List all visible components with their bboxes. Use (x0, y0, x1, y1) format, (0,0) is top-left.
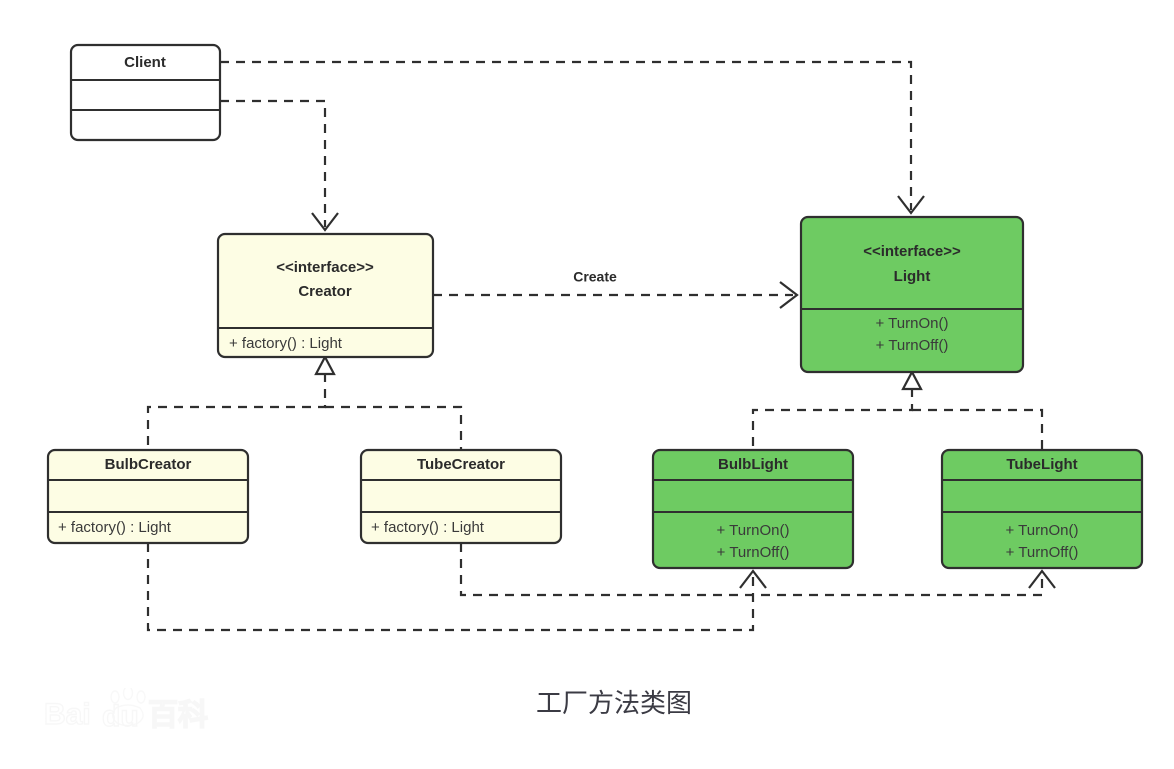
diagram-caption: 工厂方法类图 (536, 689, 692, 718)
node-bulbcreator-title: BulbCreator (105, 456, 192, 473)
edge-client-creator (220, 99, 339, 232)
node-bulbcreator[interactable]: BulbCreator + factory() : Light (46, 448, 250, 545)
node-bulblight-title: BulbLight (718, 456, 788, 473)
node-tubelight-title: TubeLight (1006, 456, 1077, 473)
edge-label-create: Create (573, 269, 617, 285)
node-tubecreator-body[interactable] (359, 448, 563, 545)
node-bulbcreator-method-0: + factory() : Light (58, 519, 172, 536)
node-tubelight-method-0: + TurnOn() (1006, 522, 1079, 539)
node-light-stereotype: <<interface>> (863, 243, 961, 260)
node-tubecreator[interactable]: TubeCreator + factory() : Light (359, 448, 563, 545)
edge-bulbcreator-bulblight (146, 543, 767, 632)
node-tubecreator-title: TubeCreator (417, 456, 505, 473)
node-light-method-0: + TurnOn() (876, 315, 949, 332)
node-light-method-1: + TurnOff() (876, 337, 949, 354)
node-tubelight-method-1: + TurnOff() (1006, 544, 1079, 561)
node-bulbcreator-body[interactable] (46, 448, 250, 545)
node-creator-stereotype: <<interface>> (276, 259, 374, 276)
node-tubelight[interactable]: TubeLight + TurnOn() + TurnOff() (940, 448, 1144, 570)
node-creator[interactable]: <<interface>> Creator + factory() : Ligh… (216, 232, 435, 359)
edge-tubecreator-tubelight (459, 543, 1056, 597)
node-bulblight-method-0: + TurnOn() (717, 522, 790, 539)
edge-creator-realizations (146, 354, 463, 450)
node-client-title: Client (124, 54, 166, 71)
edge-creator-light: Create (433, 269, 799, 309)
node-light-title: Light (894, 268, 931, 285)
node-bulblight-method-1: + TurnOff() (717, 544, 790, 561)
node-bulblight[interactable]: BulbLight + TurnOn() + TurnOff() (651, 448, 855, 570)
node-light[interactable]: <<interface>> Light + TurnOn() + TurnOff… (799, 215, 1025, 374)
node-creator-method-0: + factory() : Light (229, 335, 343, 352)
edge-light-realizations (751, 369, 1044, 450)
node-creator-body[interactable] (216, 232, 435, 359)
node-client-body[interactable] (69, 43, 222, 142)
node-creator-title: Creator (298, 283, 352, 300)
node-tubecreator-method-0: + factory() : Light (371, 519, 485, 536)
edge-client-light (220, 60, 925, 215)
node-client[interactable]: Client (69, 43, 222, 142)
node-light-body[interactable] (799, 215, 1025, 374)
